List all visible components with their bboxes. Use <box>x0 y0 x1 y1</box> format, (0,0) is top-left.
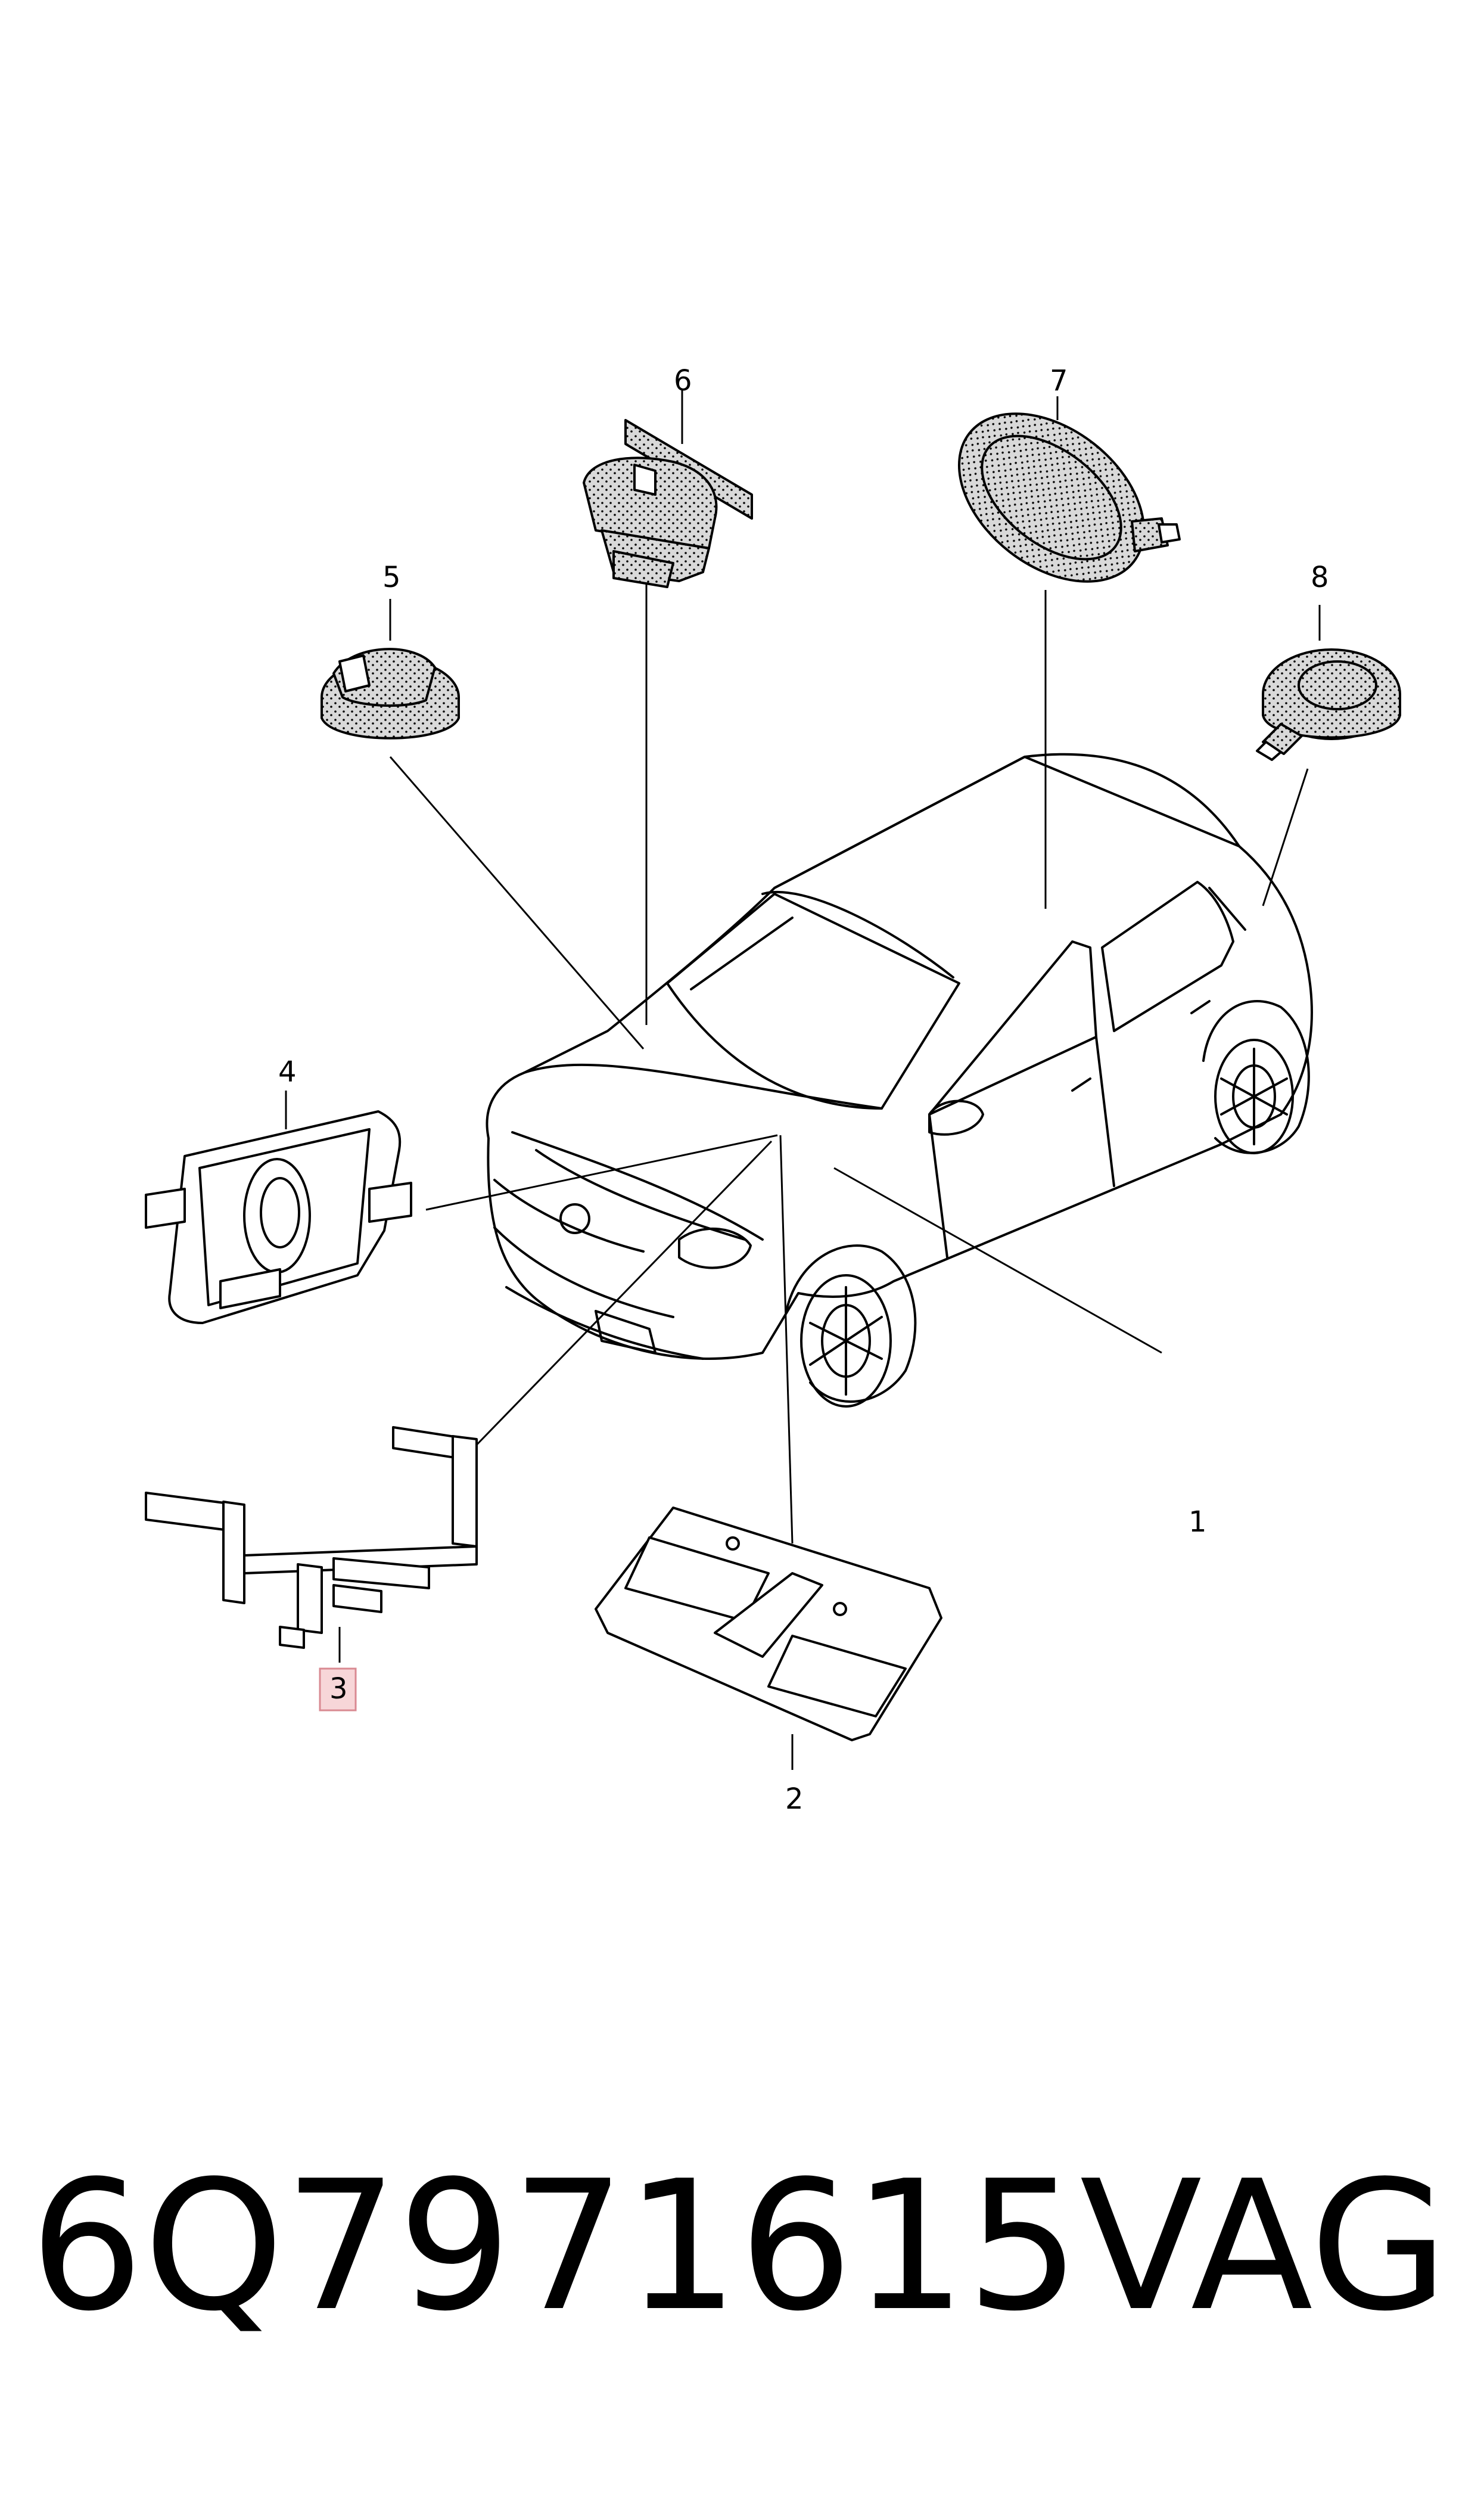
part-4-plate <box>145 1091 412 1324</box>
callout-6: 6 <box>674 364 692 397</box>
part-6-grommet <box>583 390 753 588</box>
part-5-round-grommet <box>321 599 460 740</box>
callout-7: 7 <box>1050 364 1068 397</box>
part-3-bracket <box>145 1426 478 1663</box>
leader-lines <box>389 584 1309 1544</box>
callout-5: 5 <box>382 561 401 594</box>
part-7-oval-grommet <box>957 396 1181 583</box>
callout-3[interactable]: 3 <box>329 1672 348 1706</box>
callout-4: 4 <box>278 1055 297 1089</box>
part-2-floor-plate <box>595 1507 942 1770</box>
callout-2: 2 <box>785 1782 804 1816</box>
callout-8: 8 <box>1311 561 1329 594</box>
part-number: 6Q7971615 <box>30 2142 1081 2350</box>
footer: 6Q7971615 VAG <box>0 2157 1484 2408</box>
brand-label: VAG <box>1079 2142 1448 2350</box>
callout-3-highlight <box>319 1667 357 1712</box>
part-8-round-grommet <box>1256 605 1401 761</box>
callout-1: 1 <box>1189 1505 1207 1539</box>
car-illustration <box>486 753 1313 1408</box>
parts-diagram: 1 2 3 4 5 6 7 8 <box>145 364 1401 1816</box>
